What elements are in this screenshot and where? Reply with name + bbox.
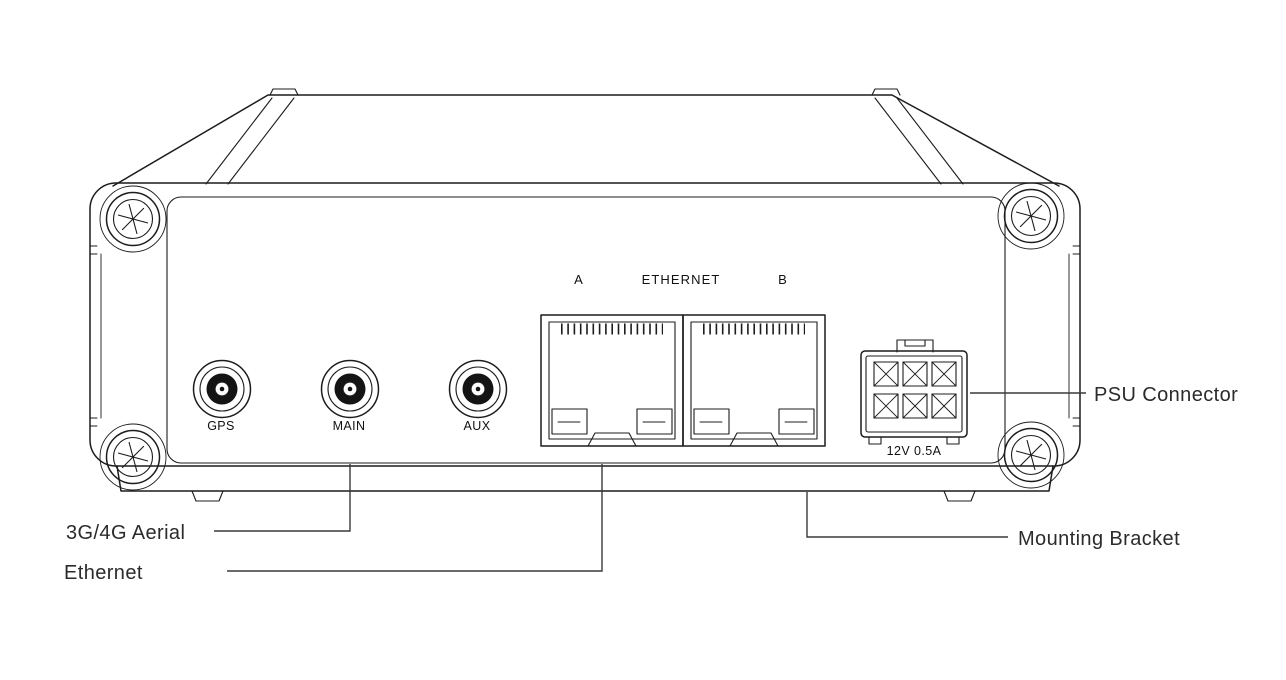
antenna-connectors: GPS MAIN AUX bbox=[192, 359, 508, 433]
callout-ethernet-label: Ethernet bbox=[64, 562, 143, 584]
psu-rating-label: 12V 0.5A bbox=[887, 444, 942, 458]
front-face-outline bbox=[89, 182, 1081, 467]
callout-aerial: 3G/4G Aerial bbox=[66, 464, 351, 544]
psu-top-tab bbox=[896, 339, 934, 353]
main-antenna-connector bbox=[320, 359, 380, 419]
ethernet-port-a-label: A bbox=[574, 272, 584, 287]
gps-port-label: GPS bbox=[207, 419, 235, 433]
ethernet-port-a-jack bbox=[541, 315, 683, 446]
main-port-label: MAIN bbox=[333, 419, 366, 433]
callout-aerial-line bbox=[214, 464, 351, 532]
callout-psu: PSU Connector bbox=[970, 384, 1238, 406]
ethernet-ports: A ETHERNET B bbox=[541, 272, 825, 446]
callout-psu-label: PSU Connector bbox=[1094, 384, 1238, 406]
mounting-bracket-base bbox=[116, 465, 1054, 492]
callout-aerial-label: 3G/4G Aerial bbox=[66, 522, 185, 544]
left-edge-seams bbox=[89, 245, 102, 427]
psu-pin bbox=[931, 361, 957, 387]
top-face-outline bbox=[112, 94, 1060, 187]
aux-antenna-connector bbox=[448, 359, 508, 419]
right-edge-seams bbox=[1068, 245, 1081, 427]
psu-connector: 12V 0.5A bbox=[860, 339, 968, 458]
psu-body-inset bbox=[865, 355, 963, 433]
gps-antenna-connector bbox=[192, 359, 252, 419]
ethernet-group-label: ETHERNET bbox=[642, 272, 721, 287]
top-right-bracket-flange bbox=[871, 88, 964, 185]
aux-port-label: AUX bbox=[464, 419, 491, 433]
callouts: 3G/4G Aerial Ethernet PSU Connector Moun… bbox=[64, 384, 1238, 584]
callout-ethernet-line bbox=[227, 464, 603, 572]
top-left-bracket-flange bbox=[205, 88, 299, 185]
psu-pin bbox=[873, 361, 899, 387]
callout-ethernet: Ethernet bbox=[64, 464, 603, 584]
corner-screw-bottom-left bbox=[99, 423, 167, 491]
ethernet-port-b-label: B bbox=[778, 272, 788, 287]
psu-pin bbox=[902, 361, 928, 387]
callout-bracket-line bbox=[806, 492, 1008, 538]
ethernet-port-b-jack bbox=[683, 315, 825, 446]
psu-pin bbox=[873, 393, 899, 419]
psu-pin bbox=[931, 393, 957, 419]
corner-screw-top-right bbox=[997, 182, 1065, 250]
corner-screw-top-left bbox=[99, 185, 167, 253]
psu-pin bbox=[902, 393, 928, 419]
bracket-foot-right bbox=[943, 490, 976, 502]
psu-feet bbox=[868, 436, 960, 445]
psu-body bbox=[860, 350, 968, 438]
device-enclosure bbox=[89, 88, 1081, 502]
corner-screw-bottom-right bbox=[997, 421, 1065, 489]
bracket-foot-left bbox=[191, 490, 224, 502]
callout-bracket: Mounting Bracket bbox=[806, 492, 1180, 550]
callout-bracket-label: Mounting Bracket bbox=[1018, 528, 1180, 550]
front-panel-inset bbox=[166, 196, 1006, 464]
